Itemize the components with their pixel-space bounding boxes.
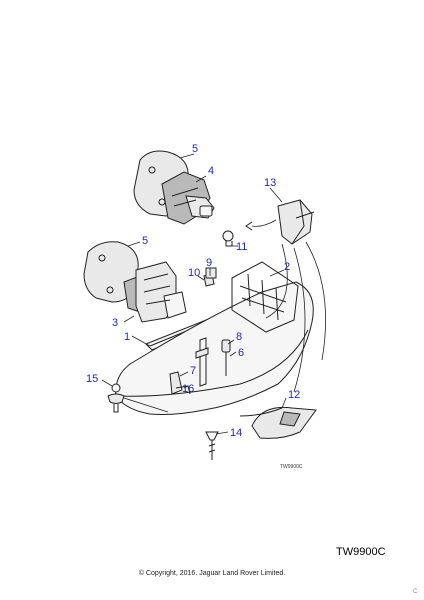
callout-3: 3 xyxy=(112,317,118,329)
fastener-15 xyxy=(107,383,125,413)
clip-9 xyxy=(205,267,217,279)
arrow-to-housing xyxy=(251,219,277,227)
callout-4: 4 xyxy=(208,165,214,177)
diagram-reference-code: TW9900C xyxy=(336,546,386,558)
callout-1: 1 xyxy=(124,331,130,343)
cover-12 xyxy=(239,406,317,439)
screw-14 xyxy=(205,431,219,460)
callout-7: 8 xyxy=(236,331,242,343)
callout-8: 7 xyxy=(190,365,196,377)
bracket-assembly-lower xyxy=(123,261,187,323)
callout-15: 15 xyxy=(86,373,98,385)
callout-5-lower: 5 xyxy=(142,235,148,247)
callout-16: 16 xyxy=(182,383,194,395)
callout-12: 12 xyxy=(288,389,300,401)
callout-6: 6 xyxy=(238,347,244,359)
support-bar xyxy=(195,337,209,387)
callout-5-upper: 5 xyxy=(192,143,198,155)
corner-mark: C xyxy=(413,589,418,595)
clip-11 xyxy=(222,230,234,247)
bumper-body-2 xyxy=(115,261,314,415)
callout-11: 11 xyxy=(236,241,247,253)
callout-14: 14 xyxy=(230,427,242,439)
callout-2: 2 xyxy=(284,261,290,273)
callout-13: 13 xyxy=(264,177,276,189)
callout-9: 9 xyxy=(206,257,212,269)
diagram-ref-small: TW9900C xyxy=(280,464,303,470)
callout-10: 10 xyxy=(188,267,200,279)
stud-7 xyxy=(221,339,231,376)
bracket-assembly-upper xyxy=(161,171,215,225)
housing-13 xyxy=(277,199,315,245)
copyright-notice: © Copyright, 2016. Jaguar Land Rover Lim… xyxy=(138,570,286,577)
